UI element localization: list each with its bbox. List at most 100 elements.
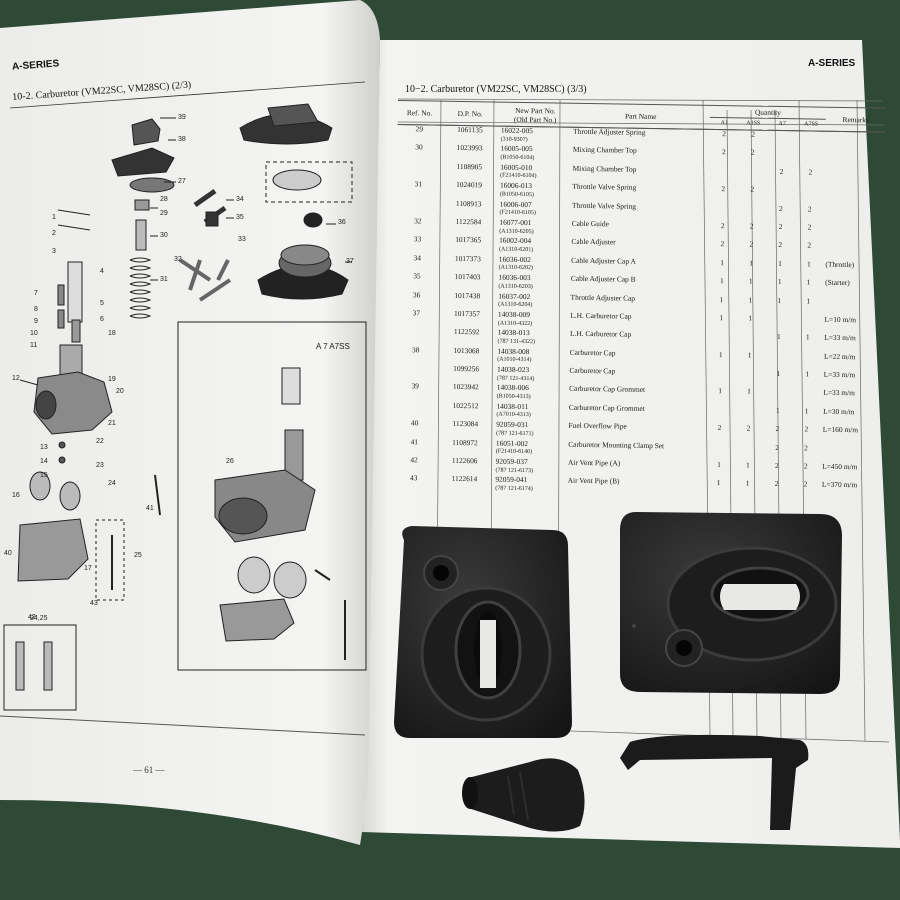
cell-part-name: Air Vent Pipe (B) <box>567 476 620 486</box>
ref-label: 25 <box>134 552 142 559</box>
ref-label: 20 <box>116 388 124 395</box>
cell-quantity: 1 <box>720 257 725 267</box>
ref-label: 43 <box>90 600 98 607</box>
cell-dp-no: 1017357 <box>454 308 481 319</box>
cell-remarks: (Starter) <box>825 277 850 288</box>
ref-label: 22 <box>96 438 104 445</box>
cell-ref-no: 29 <box>415 124 424 134</box>
ref-label: 28 <box>160 196 168 203</box>
cell-remarks <box>825 168 885 187</box>
cell-quantity: 1 <box>745 460 750 470</box>
table-title: 10−2. Carburetor (VM22SC, VM28SC) (3/3) <box>405 84 587 95</box>
ref-label: 26 <box>226 458 234 465</box>
cell-dp-no: 1013068 <box>453 345 480 355</box>
cell-ref-no: 40 <box>410 418 419 428</box>
cell-remarks: L=30 m/m <box>823 406 855 417</box>
cell-quantity: 2 <box>779 166 784 176</box>
cell-quantity: 2 <box>774 479 779 489</box>
rubber-gasket-left <box>394 526 572 738</box>
cell-dp-no: 1123084 <box>452 419 479 429</box>
cell-dp-no: 1122592 <box>453 327 480 337</box>
new-part-no: 16051-002 <box>495 438 529 448</box>
ref-label: 37 <box>346 258 354 265</box>
variant-label: A 7 A7SS <box>316 342 350 351</box>
cell-ref-no: 41 <box>410 436 419 446</box>
cell-quantity <box>763 388 792 407</box>
cell-remarks: L=33 m/m <box>824 333 856 343</box>
cell-quantity: 2 <box>720 239 725 249</box>
ref-label: 40 <box>4 550 12 557</box>
cell-ref-no <box>394 327 438 346</box>
cell-quantity: 1 <box>807 259 811 269</box>
cell-quantity <box>764 351 793 370</box>
cell-quantity: 1 <box>775 405 780 415</box>
cell-remarks <box>824 205 884 224</box>
cell-quantity: 1 <box>747 386 751 397</box>
ref-label: 21 <box>108 420 116 427</box>
cell-quantity <box>767 149 796 168</box>
right-series-header: A-SERIES <box>808 58 856 69</box>
cell-ref-no <box>396 199 440 218</box>
cell-quantity: 1 <box>716 478 721 488</box>
cell-quantity <box>708 203 737 222</box>
cell-quantity: 1 <box>776 369 781 379</box>
cell-quantity: 1 <box>748 276 753 286</box>
exploded-carburetor-diagram <box>3 103 367 711</box>
cell-quantity: 2 <box>808 167 813 177</box>
cell-remarks <box>825 131 885 151</box>
ref-label: 24 <box>108 480 116 487</box>
header-qty-a7: A7 <box>767 118 797 131</box>
ref-label: 15 <box>40 472 48 479</box>
cell-quantity <box>709 167 738 186</box>
cell-ref-no: 34 <box>413 252 422 263</box>
rubber-strip <box>620 734 809 830</box>
ref-label: 16 <box>12 492 20 499</box>
cell-quantity: 1 <box>777 295 782 305</box>
ref-label: 2 <box>52 230 56 237</box>
ref-label: 8 <box>34 306 38 313</box>
ref-label: 11 <box>30 342 38 349</box>
cell-quantity: 1 <box>719 294 724 304</box>
cell-quantity: 2 <box>749 221 754 231</box>
cell-dp-no: 1017438 <box>454 290 481 300</box>
cell-quantity: 1 <box>719 312 724 323</box>
cell-dp-no: 1108913 <box>455 198 482 208</box>
page-number: — 61 — <box>133 765 165 775</box>
old-part-no: (787 121-6174) <box>495 485 533 493</box>
cell-quantity: 1 <box>747 350 752 360</box>
cell-quantity <box>734 443 763 462</box>
cell-quantity: 2 <box>774 460 779 471</box>
rubber-gasket-right <box>620 512 842 694</box>
new-part-no: 14038-011 <box>496 401 529 411</box>
ref-label: 23 <box>96 462 104 469</box>
header-ref: Ref. No. <box>397 100 442 126</box>
ref-label: 34 <box>236 196 244 203</box>
cell-quantity: 1 <box>748 313 753 323</box>
new-part-no: 92059-041 <box>495 474 528 485</box>
header-dp: D.P. No. <box>441 101 500 127</box>
cell-ref-no <box>397 162 441 181</box>
cell-ref-no: 31 <box>414 179 423 189</box>
cell-ref-no: 30 <box>415 142 423 152</box>
cell-dp-no: 1122584 <box>455 216 482 227</box>
cell-remarks <box>825 150 885 169</box>
new-part-no: 14038-008 <box>497 346 530 356</box>
new-part-no: 16037-002 <box>498 291 531 301</box>
cell-quantity: 2 <box>807 240 812 250</box>
new-part-no: 16006-013 <box>499 180 533 191</box>
ref-label: 7 <box>34 290 38 297</box>
cell-remarks <box>820 444 880 463</box>
ref-label: 14 <box>40 458 48 465</box>
cell-remarks <box>823 242 883 261</box>
cell-remarks: L=160 m/m <box>822 424 859 435</box>
cell-dp-no: 1017373 <box>454 253 481 264</box>
header-qty-a1ss: A1SS <box>738 117 768 131</box>
ref-label: 10 <box>30 330 38 337</box>
left-page <box>0 0 380 845</box>
new-part-no: 14038-013 <box>497 327 530 338</box>
cell-quantity: 1 <box>778 258 782 268</box>
ref-label: 30 <box>160 232 168 239</box>
ref-label: 3 <box>52 248 56 255</box>
